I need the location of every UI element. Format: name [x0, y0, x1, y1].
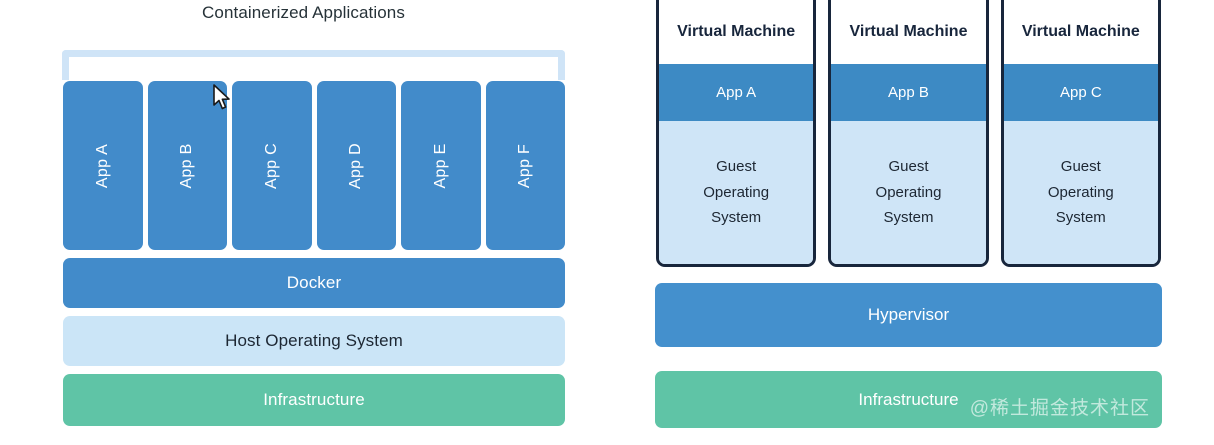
watermark: @稀土掘金技术社区: [969, 398, 1150, 419]
vm-app-band: App B: [831, 64, 986, 121]
container-bracket: [62, 50, 565, 80]
vm-box-3[interactable]: Virtual Machine App C Guest Operating Sy…: [1000, 0, 1161, 267]
vm-app-band: App C: [1003, 64, 1158, 121]
vm-title: Virtual Machine: [1021, 23, 1140, 40]
app-box-c[interactable]: App C: [232, 81, 312, 250]
vm-guest-os: Guest Operating System: [1003, 121, 1158, 264]
app-label: App F: [516, 143, 534, 188]
app-label: App D: [347, 142, 365, 189]
host-operating-system-layer[interactable]: Host Operating System: [63, 316, 565, 366]
container-apps-row: App A App B App C App D App E App F: [63, 81, 565, 250]
app-label: App E: [431, 142, 449, 189]
vm-box-1[interactable]: Virtual Machine App A Guest Operating Sy…: [656, 0, 817, 267]
app-box-b[interactable]: App B: [147, 81, 227, 250]
virtual-machines-panel: Virtual Machine App A Guest Operating Sy…: [607, 0, 1214, 445]
app-label: App B: [178, 142, 196, 189]
vm-title: Virtual Machine: [849, 23, 968, 40]
vm-box-2[interactable]: Virtual Machine App B Guest Operating Sy…: [828, 0, 989, 267]
vm-row: Virtual Machine App A Guest Operating Sy…: [656, 0, 1161, 267]
hypervisor-layer[interactable]: Hypervisor: [655, 283, 1162, 347]
vm-guest-os: Guest Operating System: [659, 121, 814, 264]
app-box-d[interactable]: App D: [316, 81, 396, 250]
containers-panel: Containerized Applications App A App B A…: [62, 3, 565, 426]
page-title: Containerized Applications: [202, 3, 405, 22]
vm-title: Virtual Machine: [677, 23, 796, 40]
app-label: App A: [93, 143, 111, 188]
vm-app-band: App A: [659, 64, 814, 121]
vm-guest-os: Guest Operating System: [831, 121, 986, 264]
infrastructure-layer-right[interactable]: Infrastructure @稀土掘金技术社区: [655, 371, 1162, 428]
app-box-f[interactable]: App F: [485, 81, 565, 250]
app-box-e[interactable]: App E: [401, 81, 481, 250]
docker-layer[interactable]: Docker: [63, 258, 565, 308]
infrastructure-label: Infrastructure: [858, 389, 959, 409]
app-box-a[interactable]: App A: [63, 81, 143, 250]
mouse-cursor-icon: [213, 84, 230, 110]
infrastructure-layer-left[interactable]: Infrastructure: [63, 374, 565, 426]
app-label: App C: [262, 142, 280, 189]
